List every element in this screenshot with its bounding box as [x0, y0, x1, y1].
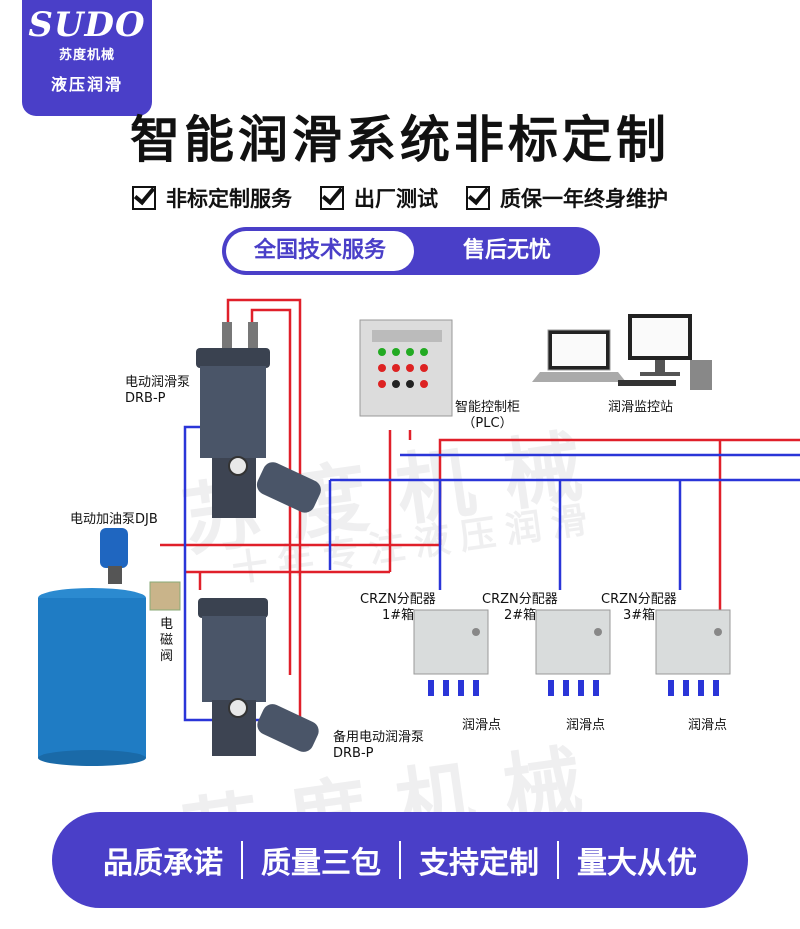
plc-cabinet-graphic — [359, 319, 453, 417]
backup-pump-model: DRB-P — [333, 746, 374, 761]
backup-pump-label: 备用电动润滑泵 DRB-P — [333, 730, 424, 762]
lubrication-point-label-2: 润滑点 — [566, 718, 606, 733]
feature-label: 质保一年终身维护 — [500, 187, 668, 211]
check-icon — [132, 186, 156, 210]
plc-label: 智能控制柜 （PLC） — [455, 400, 520, 432]
logo-tag: 液压润滑 — [50, 75, 123, 94]
backup-pump-graphic — [198, 598, 319, 756]
main-pump-model: DRB-P — [125, 391, 166, 406]
distributor-boxes — [413, 609, 731, 675]
check-icon — [320, 186, 344, 210]
solenoid-valve-graphic — [149, 581, 181, 611]
distributor-label-3: CRZN分配器 3#箱 — [601, 592, 677, 623]
service-right: 售后无忧 — [462, 238, 551, 263]
footer-divider — [241, 841, 243, 879]
footer-banner: 品质承诺 质量三包 支持定制 量大从优 — [52, 812, 748, 908]
check-icon — [466, 186, 490, 210]
main-pump-name: 电动润滑泵 — [125, 375, 191, 390]
footer-item: 量大从优 — [577, 846, 697, 881]
footer-divider — [399, 841, 401, 879]
logo-brand: SUDO — [28, 5, 146, 45]
service-left: 全国技术服务 — [226, 231, 414, 271]
footer-item: 质量三包 — [261, 846, 381, 881]
monitor-station-graphic — [532, 314, 712, 390]
lubrication-point-markers — [428, 680, 719, 696]
lubrication-system-diagram — [38, 298, 800, 766]
plc-sub: （PLC） — [462, 416, 513, 431]
footer-divider — [557, 841, 559, 879]
solenoid-valve-label: 电 磁 阀 — [160, 617, 174, 664]
main-pump-label: 电动润滑泵 DRB-P — [125, 375, 190, 407]
oil-tank-graphic — [38, 528, 146, 766]
feature-item: 质保一年终身维护 — [466, 183, 668, 213]
footer-item: 支持定制 — [419, 846, 539, 881]
lubrication-point-label-1: 润滑点 — [462, 718, 502, 733]
brand-logo: SUDO 苏度机械 液压润滑 — [22, 0, 152, 116]
lubrication-point-label-3: 润滑点 — [688, 718, 728, 733]
main-pump-graphic — [196, 322, 321, 518]
footer-item: 品质承诺 — [103, 846, 223, 881]
feature-label: 出厂测试 — [354, 187, 438, 211]
feature-label: 非标定制服务 — [166, 187, 292, 211]
page-title: 智能润滑系统非标定制 — [130, 110, 670, 169]
backup-pump-name: 备用电动润滑泵 — [333, 730, 425, 745]
feature-item: 非标定制服务 — [132, 183, 292, 213]
distributor-label-2: CRZN分配器 2#箱 — [482, 592, 558, 623]
distributor-label-1: CRZN分配器 1#箱 — [360, 592, 436, 623]
plc-name: 智能控制柜 — [455, 400, 521, 415]
feature-item: 出厂测试 — [320, 183, 438, 213]
feature-list: 非标定制服务 出厂测试 质保一年终身维护 — [0, 183, 800, 213]
monitor-station-label: 润滑监控站 — [608, 400, 674, 415]
service-banner: 全国技术服务 售后无忧 — [222, 227, 600, 275]
refuel-pump-label: 电动加油泵DJB — [70, 512, 158, 527]
logo-brand-sub: 苏度机械 — [58, 48, 115, 63]
